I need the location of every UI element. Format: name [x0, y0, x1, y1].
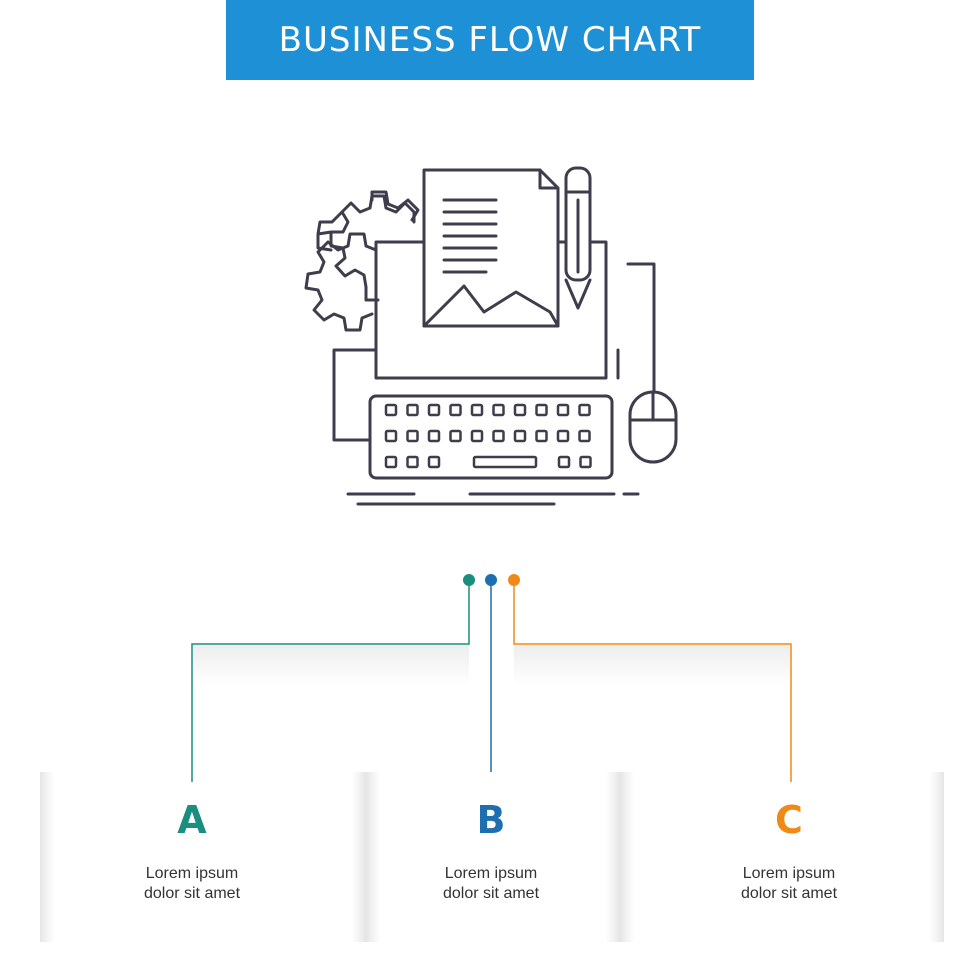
keyboard-key	[492, 403, 505, 417]
keyboard-key	[578, 403, 591, 417]
keyboard-key	[513, 403, 527, 417]
keyboard-key	[513, 429, 527, 443]
keyboard-key	[449, 429, 462, 443]
keyboard-key	[406, 429, 419, 443]
keyboard-key	[470, 403, 484, 417]
step-a-line1: Lorem ipsum	[145, 865, 239, 882]
keyboard-key	[427, 429, 441, 443]
keyboard-key	[470, 429, 484, 443]
step-c-line2: dolor sit amet	[740, 885, 838, 902]
keyboard-keys	[384, 403, 592, 469]
keyboard-key	[384, 455, 398, 469]
keyboard-key	[556, 403, 570, 417]
title-banner: BUSINESS FLOW CHART	[226, 0, 754, 80]
mouse-icon	[628, 390, 678, 464]
step-c-line1: Lorem ipsum	[742, 865, 836, 882]
connector-line-c	[513, 580, 792, 782]
step-b-line2: dolor sit amet	[442, 885, 540, 902]
chart-title: BUSINESS FLOW CHART	[278, 20, 702, 60]
step-a-description: Lorem ipsum dolor sit amet	[42, 864, 342, 904]
connector-line-a	[191, 580, 470, 782]
keyboard-key	[535, 429, 548, 443]
step-c-description: Lorem ipsum dolor sit amet	[639, 864, 939, 904]
keyboard-key	[449, 403, 462, 417]
pencil-icon	[564, 166, 592, 310]
keyboard-icon	[368, 394, 614, 480]
keyboard-key	[406, 403, 419, 417]
keyboard-key	[472, 455, 538, 469]
keyboard-key	[578, 429, 591, 443]
typewriter-icon	[304, 166, 678, 506]
gear-icon	[304, 190, 420, 332]
step-b-letter: B	[476, 798, 506, 842]
keyboard-key	[427, 455, 441, 469]
keyboard-key	[406, 455, 419, 469]
step-c-letter: C	[775, 798, 803, 842]
keyboard-key	[384, 403, 398, 417]
keyboard-key	[427, 403, 441, 417]
step-a-letter: A	[177, 798, 207, 842]
keyboard-key	[557, 455, 571, 469]
keyboard-key	[384, 429, 398, 443]
step-a-line2: dolor sit amet	[143, 885, 241, 902]
document-icon	[422, 168, 560, 328]
keyboard-key	[535, 403, 548, 417]
keyboard-key	[579, 455, 592, 469]
step-b-description: Lorem ipsum dolor sit amet	[341, 864, 641, 904]
step-b-line1: Lorem ipsum	[444, 865, 538, 882]
keyboard-key	[492, 429, 505, 443]
keyboard-key	[556, 429, 570, 443]
